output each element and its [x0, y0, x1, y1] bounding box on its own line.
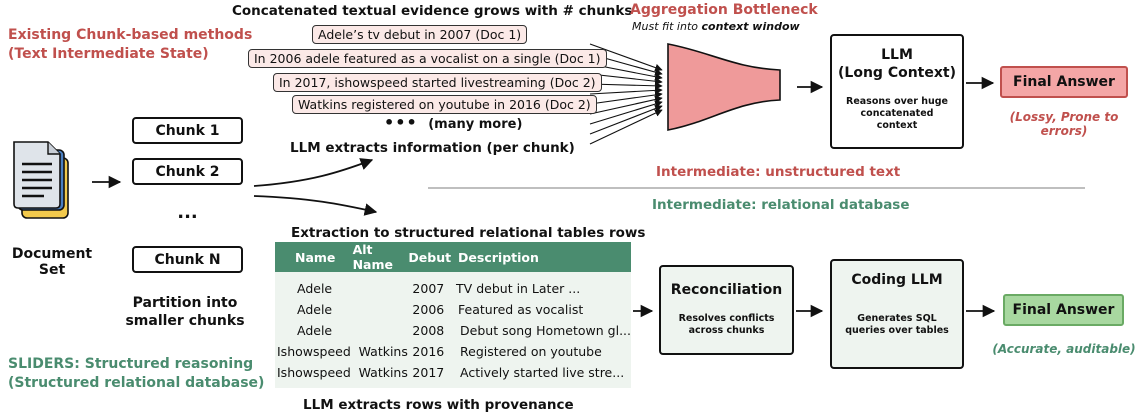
bottleneck-note-prefix: Must fit into — [632, 20, 702, 33]
table-cell: Ishowspeed — [277, 365, 351, 380]
reconciliation-box: Reconciliation Resolves conflicts across… — [659, 265, 794, 355]
table-cell — [353, 278, 409, 299]
table-cell: Adele — [297, 302, 333, 317]
evidence-item: Watkins registered on youtube in 2016 (D… — [292, 95, 597, 114]
top-method-title: Existing Chunk-based methods — [8, 27, 253, 43]
table-cell: Registered on youtube — [460, 344, 602, 359]
table-cell: 2008 — [412, 323, 445, 338]
table-header: Name — [275, 242, 353, 272]
table-cell: 2007 — [412, 281, 445, 296]
llm-long-context-box: LLM (Long Context) Reasons over huge con… — [830, 34, 964, 149]
bottom-method-title: SLIDERS: Structured reasoning — [8, 356, 254, 372]
intermediate-unstructured-label: Intermediate: unstructured text — [656, 164, 901, 180]
coding-llm-box: Coding LLM Generates SQL queries over ta… — [830, 259, 964, 369]
evidence-more: ••• (many more) — [384, 113, 522, 132]
table-row: Ishowspeed Watkins 2016 Registered on yo… — [275, 341, 631, 362]
arrow-chunk-to-extract — [253, 158, 374, 187]
chunk-2-box: Chunk 2 — [132, 158, 243, 185]
bottom-method-label: SLIDERS: Structured reasoning (Structure… — [8, 355, 264, 393]
table-row: Adele 2008 Debut song Hometown gl... — [275, 320, 631, 341]
bottleneck-note-emphasis: context window — [701, 20, 800, 33]
evidence-title: Concatenated textual evidence grows with… — [232, 3, 633, 19]
table-cell: TV debut in Later ... — [456, 281, 581, 296]
partition-label: Partition into smaller chunks — [125, 295, 245, 329]
evidence-item: Adele’s tv debut in 2007 (Doc 1) — [312, 25, 528, 44]
table-header: Debut — [408, 242, 453, 272]
rows-provenance-label: LLM extracts rows with provenance — [303, 397, 574, 413]
evidence-item: In 2017, ishowspeed started livestreamin… — [273, 73, 602, 92]
reconciliation-desc: Resolves conflicts across chunks — [678, 313, 775, 336]
table-header: Description — [452, 242, 631, 272]
table-cell: Actively started live stre... — [460, 365, 625, 380]
llm-long-subtitle: (Long Context) — [838, 65, 956, 81]
table-cell — [353, 299, 409, 320]
chunks-ellipsis: ... — [177, 202, 198, 223]
relational-table: Name Alt Name Debut Description Adele 20… — [275, 242, 631, 383]
coding-llm-title: Coding LLM — [851, 272, 943, 288]
bottleneck-title: Aggregation Bottleneck — [630, 2, 818, 18]
more-dots-icon: ••• — [384, 113, 418, 132]
extraction-title: Extraction to structured relational tabl… — [291, 225, 646, 241]
top-method-label: Existing Chunk-based methods (Text Inter… — [8, 26, 252, 64]
chunk-n-box: Chunk N — [132, 246, 243, 273]
coding-llm-desc: Generates SQL queries over tables — [845, 313, 949, 336]
table-row: Adele 2006 Featured as vocalist — [275, 299, 631, 320]
document-set-label: Document Set — [11, 246, 93, 278]
table-cell: Adele — [297, 281, 333, 296]
table-row: Adele 2007 TV debut in Later ... — [275, 278, 631, 299]
bottom-method-subtitle: (Structured relational database) — [8, 375, 265, 391]
document-stack-icon — [13, 141, 69, 219]
top-method-subtitle: (Text Intermediate State) — [8, 46, 209, 62]
reconciliation-title: Reconciliation — [670, 282, 783, 298]
table-cell: Watkins — [358, 344, 408, 359]
llm-extracts-label: LLM extracts information (per chunk) — [290, 140, 575, 156]
table-cell: 2006 — [412, 302, 445, 317]
table-cell — [353, 320, 409, 341]
table-header-row: Name Alt Name Debut Description — [275, 242, 631, 272]
table-cell: 2017 — [412, 365, 445, 380]
arrow-chunk-to-tables — [253, 195, 378, 216]
final-answer-bottom: Final Answer — [1003, 294, 1124, 326]
intermediate-relational-label: Intermediate: relational database — [652, 197, 910, 213]
table-cell: 2016 — [412, 344, 445, 359]
table-cell: Adele — [297, 323, 333, 338]
table-cell: Watkins — [358, 365, 408, 380]
chunk-1-box: Chunk 1 — [132, 117, 243, 144]
bottleneck-note: Must fit into context window — [632, 20, 800, 33]
final-bottom-note: (Accurate, auditable) — [992, 342, 1136, 356]
llm-long-title: LLM — [881, 47, 913, 63]
final-top-note: (Lossy, Prone to errors) — [1009, 110, 1119, 138]
llm-long-desc: Reasons over huge concatenated context — [846, 96, 948, 131]
bottleneck-funnel — [667, 43, 781, 131]
table-cell: Ishowspeed — [277, 344, 351, 359]
table-header: Alt Name — [352, 242, 409, 272]
table-row: Ishowspeed Watkins 2017 Actively started… — [275, 362, 631, 383]
evidence-item: In 2006 adele featured as a vocalist on … — [248, 49, 607, 68]
final-answer-top: Final Answer — [1000, 66, 1128, 98]
table-cell: Featured as vocalist — [458, 302, 584, 317]
evidence-more-label: (many more) — [428, 117, 523, 132]
table-cell: Debut song Hometown gl... — [460, 323, 631, 338]
